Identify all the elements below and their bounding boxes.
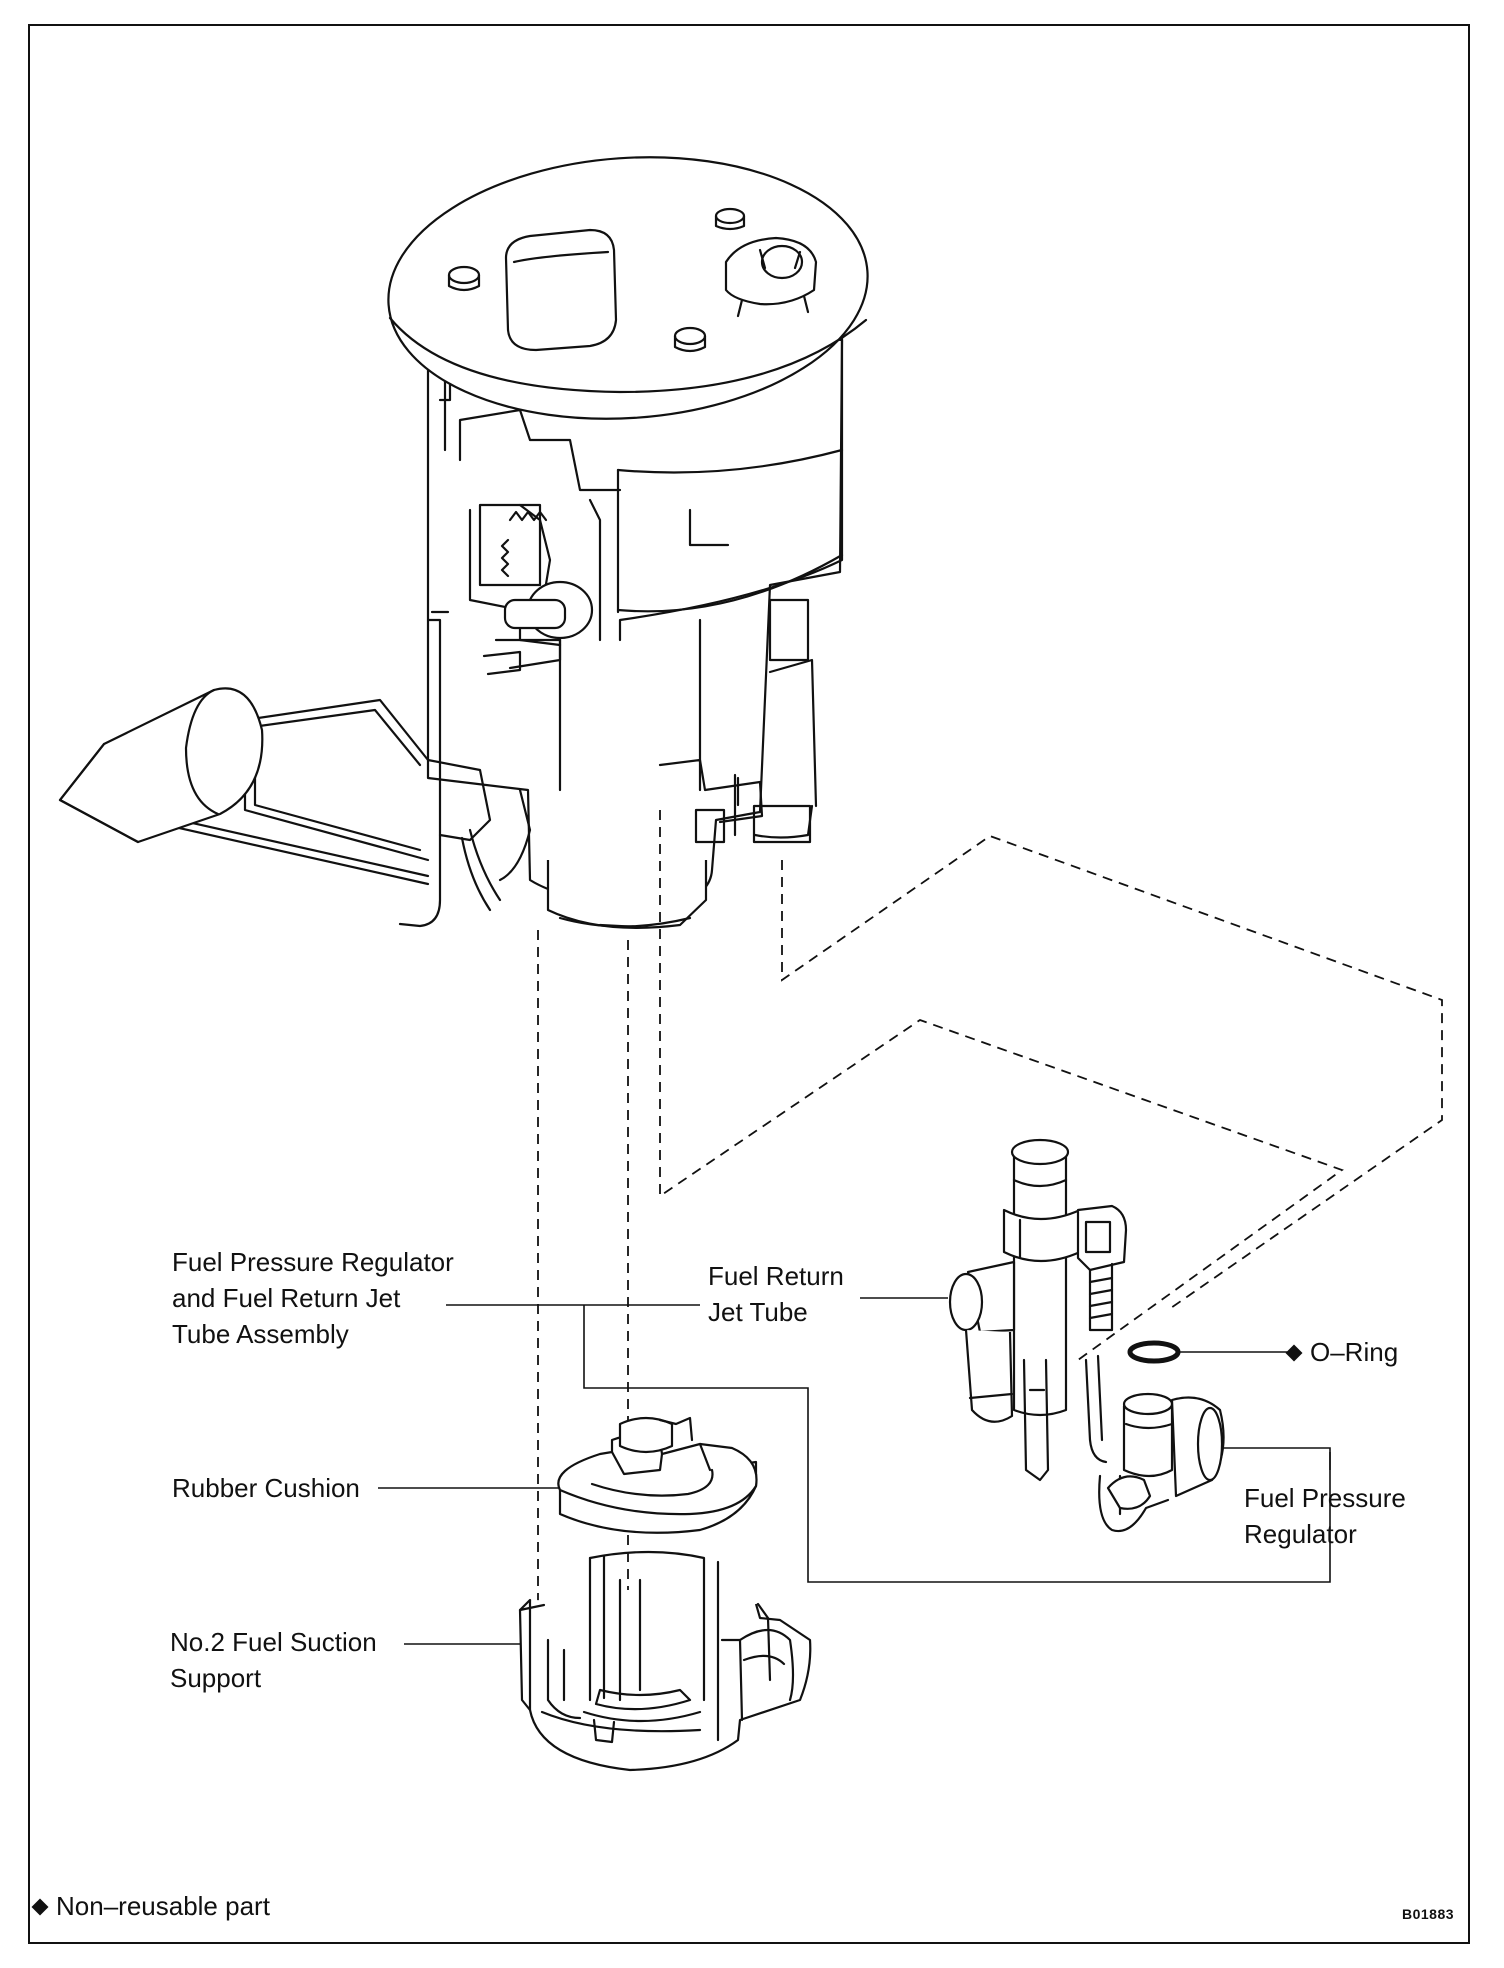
fuel-sender-float xyxy=(58,610,450,928)
legend-text: Non–reusable part xyxy=(56,1891,270,1921)
diagram-frame xyxy=(28,24,1470,1944)
non-reusable-diamond-icon xyxy=(31,1898,49,1916)
label-line: O–Ring xyxy=(1310,1337,1399,1367)
label-suction-support: No.2 Fuel Suction Support xyxy=(170,1624,377,1696)
label-line: No.2 Fuel Suction xyxy=(170,1627,377,1657)
fuel-suction-support-part xyxy=(518,1550,812,1772)
fuel-pump-assembly xyxy=(387,156,869,929)
phantom-guide-lines xyxy=(537,810,1443,1620)
label-line: Regulator xyxy=(1244,1519,1357,1549)
label-line: Support xyxy=(170,1663,262,1693)
o-ring-part xyxy=(1127,1340,1288,1364)
rubber-cushion-part xyxy=(557,1416,758,1534)
label-line: Rubber Cushion xyxy=(172,1473,360,1503)
label-regulator-assembly: Fuel Pressure Regulator and Fuel Return … xyxy=(172,1244,454,1352)
label-line: Fuel Pressure Regulator xyxy=(172,1247,454,1277)
label-line: and Fuel Return Jet xyxy=(172,1283,401,1313)
label-line: Fuel Return xyxy=(708,1261,844,1291)
non-reusable-diamond-icon xyxy=(1285,1344,1303,1362)
label-return-jet-tube: Fuel Return Jet Tube xyxy=(708,1258,844,1330)
label-line: Jet Tube xyxy=(708,1297,808,1327)
label-rubber-cushion: Rubber Cushion xyxy=(172,1470,360,1506)
label-line: Fuel Pressure xyxy=(1244,1483,1406,1513)
label-line: Tube Assembly xyxy=(172,1319,349,1349)
leader-lines xyxy=(378,1297,1331,1645)
figure-code: B01883 xyxy=(1402,1906,1455,1922)
label-o-ring: O–Ring xyxy=(1284,1334,1398,1370)
label-fuel-pressure-regulator: Fuel Pressure Regulator xyxy=(1244,1480,1406,1552)
regulator-jet-tube-assembly xyxy=(948,1138,1225,1533)
legend-non-reusable: Non–reusable part xyxy=(30,1888,270,1924)
